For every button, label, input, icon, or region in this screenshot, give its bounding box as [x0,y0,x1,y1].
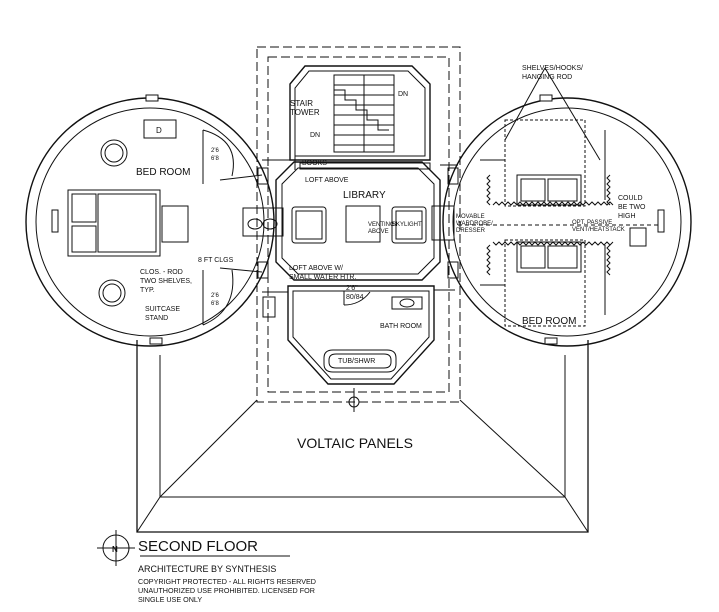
stair-dn-mid-label: DN [310,132,320,139]
title-block: N SECOND FLOOR ARCHITECTURE BY SYNTHESIS… [112,538,316,604]
skylight-label: SKYLIGHT [392,222,422,228]
stair-tower-walls [289,65,431,170]
stair-dn-top-label: DN [398,91,408,98]
movable-wardrobe-label-3: DRESSER [456,228,486,234]
bath-room-walls [287,285,435,385]
legal-line-3: SINGLE USE ONLY [138,595,202,604]
movable-wardrobe-label-1: MOVABLE [456,214,485,220]
suitcase-stand-label-1: SUITCASE [145,306,180,313]
left-top-door-size-1: 2'6 [211,148,219,154]
voltaic-panels-roof-outline [136,340,589,533]
left-bedroom-walls [25,94,275,347]
library-walls [275,161,441,281]
stair-tower-label-1: STAIR [290,99,313,108]
closet-rod-label-2: TWO SHELVES, [140,278,192,285]
left-bedroom-furniture [67,119,263,326]
north-arrow-symbol [97,530,290,566]
could-be-two-high-label-1: COULD [618,195,643,202]
could-be-two-high-label-2: BE TWO [618,204,646,211]
firm-name: ARCHITECTURE BY SYNTHESIS [138,564,276,574]
movable-wardrobe-label-2: WARDROBE/ [456,221,493,227]
legal-line-1: COPYRIGHT PROTECTED - ALL RIGHTS RESERVE… [138,577,316,586]
connectors [242,159,459,318]
legal-line-2: UNAUTHORIZED USE PROHIBITED. LICENSED FO… [138,586,315,595]
stair-tower-label-2: TOWER [290,108,320,117]
opt-passive-label-2: VENT/HEATSTACK [572,227,625,233]
tub-shower-label: TUB/SHWR [338,358,375,365]
bath-room-label: BATH ROOM [380,323,422,330]
dresser-d-label: D [156,126,162,135]
loft-above-water-label-2: SMALL WATER HTR. [289,274,356,281]
library-label: LIBRARY [343,190,386,201]
could-be-two-high-label-3: HIGH [618,213,636,220]
left-bottom-door-size-2: 6'8 [211,301,219,307]
left-top-door-size-2: 6'8 [211,156,219,162]
library-furniture [291,162,431,412]
closet-rod-label-3: TYP. [140,287,155,294]
eight-ft-ceilings-label: 8 FT CLGS [198,257,234,264]
venting-above-label: ABOVE [368,229,389,235]
venting-label: VENTING [368,222,395,228]
loft-above-label: LOFT ABOVE [305,177,349,184]
opt-passive-label-1: OPT. PASSIVE [572,220,612,226]
closet-rod-label-1: CLOS. - ROD [140,269,183,276]
books-label: BOOKS [302,160,327,167]
loft-above-water-label-1: LOFT ABOVE W/ [289,265,343,272]
suitcase-stand-label-2: STAND [145,315,168,322]
north-symbol-label: N [112,545,118,554]
left-bedroom-label: BED ROOM [136,167,190,178]
drawing-title: SECOND FLOOR [138,538,258,555]
plan-labels: STAIR TOWER DN DN BOOKS LOFT ABOVE LIBRA… [136,65,646,451]
bath-door-size-label-1: 2'6" [346,285,358,292]
shelves-hooks-label-1: SHELVES/HOOKS/ [522,65,583,72]
voltaic-panels-label: VOLTAIC PANELS [297,435,413,451]
right-bedroom-walls [442,94,692,347]
right-bedroom-furniture [458,67,660,327]
shelves-hooks-label-2: HANGING ROD [522,74,572,81]
left-bottom-door-size-1: 2'6 [211,293,219,299]
bath-door-size-label-2: 80/84 [346,294,364,301]
right-bedroom-label: BED ROOM [522,316,576,327]
